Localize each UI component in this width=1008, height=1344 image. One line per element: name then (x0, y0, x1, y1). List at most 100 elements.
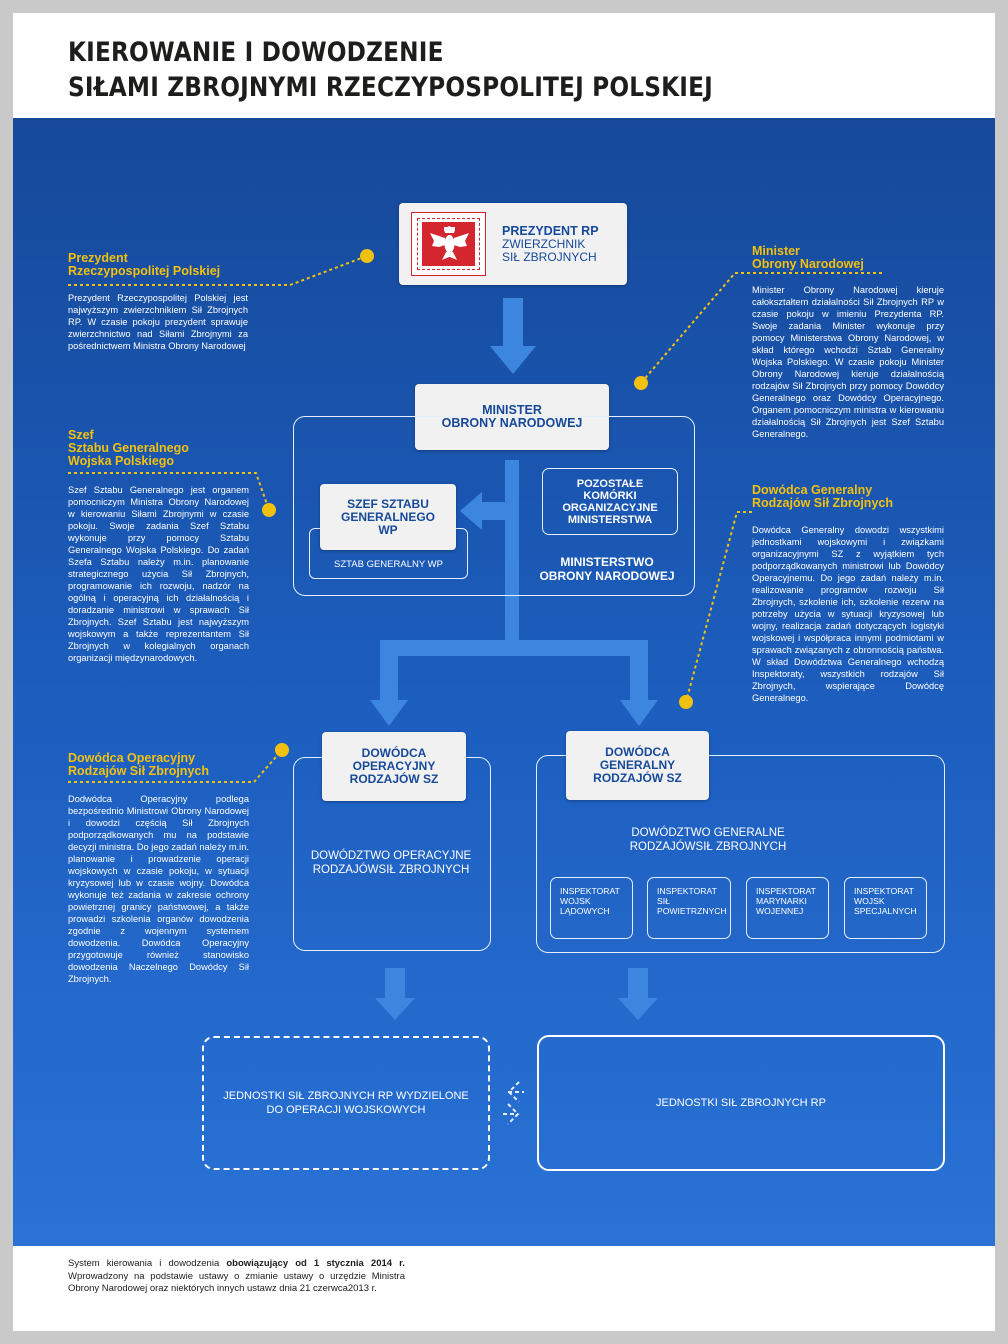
leader-operational (68, 749, 283, 783)
inspectorate-line: INSPEKTORAT (756, 886, 816, 896)
footer-note: System kierowania i dowodzenia obowiązuj… (68, 1258, 405, 1296)
inspectorate-line: SIŁ (657, 896, 670, 906)
president-line2: ZWIERZCHNIK (502, 236, 586, 251)
footer-bold: obowiązujący od 1 stycznia 2014 r. (226, 1258, 405, 1269)
note-chief-staff-title-line1: Szef (68, 428, 94, 442)
general-commander-line2: GENERALNY (599, 758, 676, 772)
arrow-general-units-head (618, 998, 658, 1020)
inspectorate-line: WOJSK (854, 896, 885, 906)
other-units-line3: ORGANIZACYJNE (562, 501, 658, 514)
right-branch (630, 640, 648, 702)
note-minister-title-line2: Obrony Narodowej (752, 257, 864, 271)
general-commander-line3: RODZAJÓW SZ (593, 771, 682, 785)
other-units-line1: POZOSTAŁE (576, 477, 644, 490)
note-minister-text: Minister Obrony Narodowej kieruje całoks… (752, 285, 944, 439)
general-staff-label: SZTAB GENERALNY WP (334, 559, 443, 570)
note-operational-title: Dowódca Operacyjny Rodzajów Sił Zbrojnyc… (68, 752, 209, 778)
leader-dot-operational (275, 743, 289, 757)
leader-minister (640, 272, 882, 384)
general-command-label: DOWÓDZTWO GENERALNE RODZAJÓWSIŁ ZBROJNYC… (600, 826, 816, 854)
ministry-label-line2: OBRONY NARODOWEJ (539, 569, 675, 583)
white-eagle-emblem-icon (411, 212, 486, 276)
right-branch-head (620, 700, 658, 726)
inspectorate-box-navy: INSPEKTORAT MARYNARKI WOJENNEJ (746, 877, 829, 939)
leader-chief-staff (68, 472, 270, 511)
footer-part2: Wprowadzony na podstawie ustawy o zmiani… (68, 1270, 405, 1295)
chief-of-staff-line3: WP (378, 522, 398, 537)
note-president-title-line1: Prezydent (68, 251, 128, 265)
page-title-line2: SIŁAMI ZBROJNYMI RZECZYPOSPOLITEJ POLSKI… (68, 72, 713, 103)
leader-dot-chief-staff (262, 503, 276, 517)
leader-general-commander (685, 511, 752, 703)
arrow-to-chief-staff-shaft (478, 502, 508, 520)
note-chief-staff-text: Szef Sztabu Generalnego jest organem pom… (68, 485, 249, 663)
minister-box: MINISTER OBRONY NARODOWEJ (415, 384, 609, 450)
ministry-label: MINISTERSTWO OBRONY NARODOWEJ (522, 555, 692, 583)
operational-commander-box: DOWÓDCA OPERACYJNY RODZAJÓW SZ (322, 732, 466, 801)
dedicated-units-box: JEDNOSTKI SIŁ ZBROJNYCH RP WYDZIELONE DO… (202, 1036, 490, 1170)
chief-of-staff-box: SZEF SZTABU GENERALNEGO WP (320, 484, 456, 550)
exchange-arrows-icon (503, 1081, 524, 1125)
other-units-line4: MINISTERSTWA (567, 513, 653, 526)
units-box: JEDNOSTKI SIŁ ZBROJNYCH RP (537, 1035, 945, 1171)
president-line1: PREZYDENT RP (502, 223, 599, 238)
arrow-president-minister (503, 298, 523, 348)
left-branch-head (370, 700, 408, 726)
general-command-line2: RODZAJÓWSIŁ ZBROJNYCH (629, 841, 787, 853)
note-operational-text: Dodwódca Operacyjny podlega bezpośrednio… (68, 794, 249, 984)
arrow-to-chief-staff-head (460, 492, 482, 530)
operational-command-line1: DOWÓDZTWO OPERACYJNE (310, 850, 472, 862)
operational-commander-line2: OPERACYJNY (352, 759, 436, 773)
inspectorate-line: LĄDOWYCH (560, 906, 610, 916)
leader-dot-minister (634, 376, 648, 390)
other-units-box: POZOSTAŁE KOMÓRKI ORGANIZACYJNE MINISTER… (542, 468, 678, 535)
note-general-commander-text: Dowódca Generalny dowodzi wszystkimi jed… (752, 525, 944, 703)
inspectorate-line: MARYNARKI (756, 896, 807, 906)
general-commander-box: DOWÓDCA GENERALNY RODZAJÓW SZ (566, 731, 709, 800)
president-line3: SIŁ ZBROJNYCH (502, 249, 597, 264)
inspectorate-box-air: INSPEKTORAT SIŁ POWIETRZNYCH (647, 877, 731, 939)
leader-president (68, 255, 368, 286)
general-commander-line1: DOWÓDCA (605, 745, 670, 759)
split-bar (380, 640, 648, 656)
inspectorate-line: INSPEKTORAT (854, 886, 914, 896)
minister-line1: MINISTER (482, 403, 542, 417)
page-title-line1: KIEROWANIE I DOWODZENIE (68, 37, 444, 68)
arrow-operational-units-shaft (385, 968, 405, 1000)
note-minister-title: Minister Obrony Narodowej (752, 245, 864, 271)
arrow-operational-units-head (375, 998, 415, 1020)
ministry-outline (293, 416, 695, 596)
inspectorate-box-land: INSPEKTORAT WOJSK LĄDOWYCH (550, 877, 633, 939)
operational-command-label: DOWÓDZTWO OPERACYJNE RODZAJÓWSIŁ ZBROJNY… (296, 849, 486, 877)
inspectorate-line: WOJENNEJ (756, 906, 804, 916)
dedicated-units-line2: DO OPERACJI WOJSKOWYCH (266, 1104, 426, 1116)
note-president-title: Prezydent Rzeczypospolitej Polskiej (68, 252, 220, 278)
note-minister-title-line1: Minister (752, 244, 800, 258)
inspectorate-line: POWIETRZNYCH (657, 906, 727, 916)
arrow-president-minister-head (490, 346, 536, 374)
note-chief-staff-title-line2: Sztabu Generalnego (68, 441, 189, 455)
other-units-line2: KOMÓRKI (583, 489, 637, 502)
inspectorate-line: SPECJALNYCH (854, 906, 917, 916)
units-label: JEDNOSTKI SIŁ ZBROJNYCH RP (656, 1097, 826, 1109)
inspectorate-line: WOJSK (560, 896, 591, 906)
leader-dot-general-commander (679, 695, 693, 709)
inspectorate-box-special: INSPEKTORAT WOJSK SPECJALNYCH (844, 877, 927, 939)
leader-dot-president (360, 249, 374, 263)
note-general-commander-title: Dowódca Generalny Rodzajów Sił Zbrojnych (752, 484, 893, 510)
note-operational-title-line1: Dowódca Operacyjny (68, 751, 196, 765)
note-chief-staff-title-line3: Wojska Polskiego (68, 454, 175, 468)
footer-part1: System kierowania i dowodzenia (68, 1258, 227, 1269)
arrow-general-units-shaft (628, 968, 648, 1000)
operational-command-line2: RODZAJÓWSIŁ ZBROJNYCH (312, 864, 470, 876)
minister-trunk (505, 460, 519, 642)
general-command-outline (536, 755, 945, 953)
chief-of-staff-line1: SZEF SZTABU (347, 496, 429, 511)
note-president-title-line2: Rzeczypospolitej Polskiej (68, 264, 221, 278)
note-general-commander-title-line2: Rodzajów Sił Zbrojnych (752, 496, 893, 510)
dedicated-units-line1: JEDNOSTKI SIŁ ZBROJNYCH RP WYDZIELONE (223, 1090, 469, 1102)
note-president-text: Prezydent Rzeczypospolitej Polskiej jest… (68, 293, 248, 351)
operational-commander-line3: RODZAJÓW SZ (349, 772, 439, 786)
ministry-label-line1: MINISTERSTWO (560, 555, 654, 569)
